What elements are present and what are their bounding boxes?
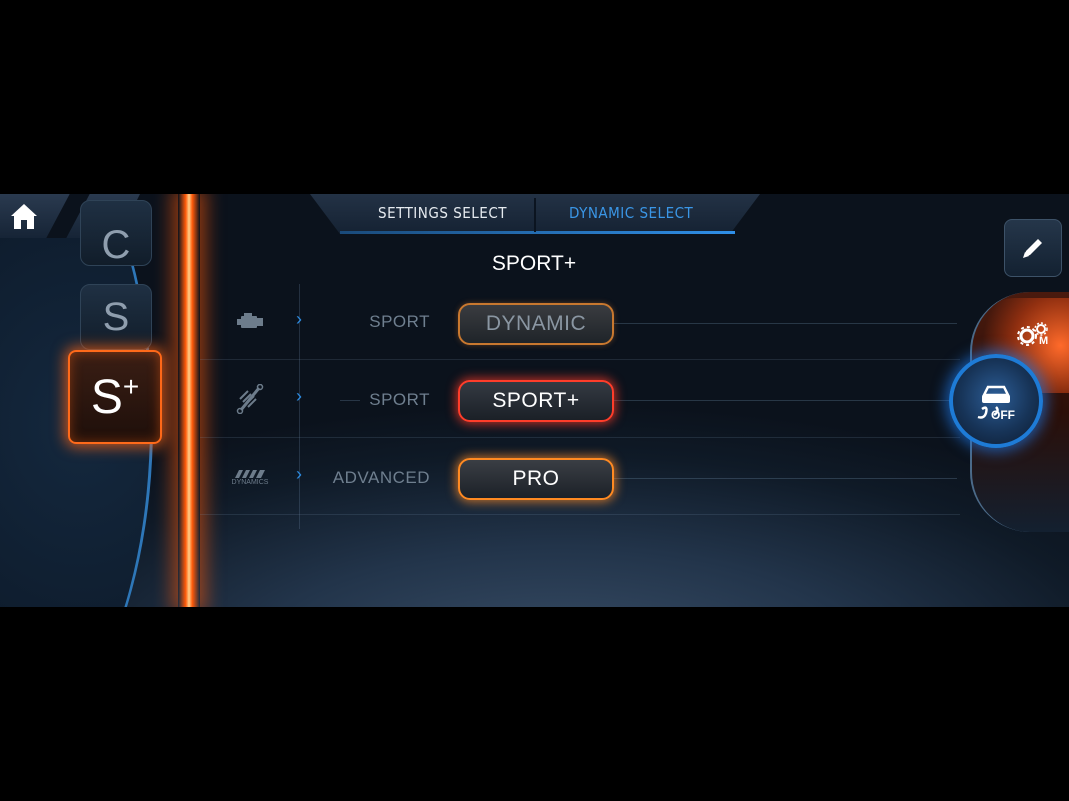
flame-divider [178, 194, 200, 607]
chevron-right-icon: › [296, 309, 302, 329]
gears-badge: M [1039, 335, 1049, 347]
mode-key-c-label: C [101, 222, 131, 267]
suspension-spring-icon [228, 384, 272, 414]
individual-settings-button[interactable]: M [1015, 321, 1051, 351]
pencil-icon [1023, 239, 1042, 258]
row-label: SPORT [369, 390, 430, 409]
home-icon [11, 204, 37, 229]
row-label: ADVANCED [332, 468, 430, 487]
tab-dynamic-select[interactable]: DYNAMIC SELECT [569, 204, 694, 222]
mode-key-s-label: S [102, 294, 130, 339]
edit-button[interactable] [1004, 219, 1062, 277]
tab-separator [534, 198, 536, 232]
mode-key-s-plus-label: S+ [90, 370, 140, 424]
esp-off-label: OFF [991, 408, 1015, 422]
gears-icon [1017, 322, 1048, 346]
esp-skid-icon [977, 385, 1011, 419]
row-track [612, 323, 957, 324]
amg-dynamics-icon: DYNAMICS [228, 462, 272, 492]
row-divider [200, 437, 960, 438]
engine-mode-button[interactable]: DYNAMIC [458, 303, 614, 345]
row-track [340, 400, 360, 401]
mode-key-c[interactable]: C [80, 200, 152, 267]
row-track [612, 400, 957, 401]
mode-key-s-plus[interactable]: S+ [68, 350, 162, 444]
dynamic-select-screen: C S S+ SETTINGS SELECT DYNAMIC SELECT SP… [0, 194, 1069, 607]
active-tab-underline [340, 231, 735, 234]
row-divider [200, 359, 960, 360]
row-label: SPORT [369, 312, 430, 331]
esp-off-button[interactable]: OFF [949, 354, 1043, 448]
home-button[interactable] [6, 199, 42, 233]
row-track [612, 478, 957, 479]
page-title: SPORT+ [491, 252, 577, 275]
chevron-right-icon: › [296, 464, 302, 484]
row-column-divider [299, 284, 300, 529]
tab-settings-select[interactable]: SETTINGS SELECT [378, 204, 507, 222]
engine-icon [228, 307, 272, 337]
amg-dynamics-mode-button[interactable]: PRO [458, 458, 614, 500]
chevron-right-icon: › [296, 386, 302, 406]
suspension-mode-button[interactable]: SPORT+ [458, 380, 614, 422]
row-divider [200, 514, 960, 515]
mode-key-s[interactable]: S [80, 284, 152, 350]
